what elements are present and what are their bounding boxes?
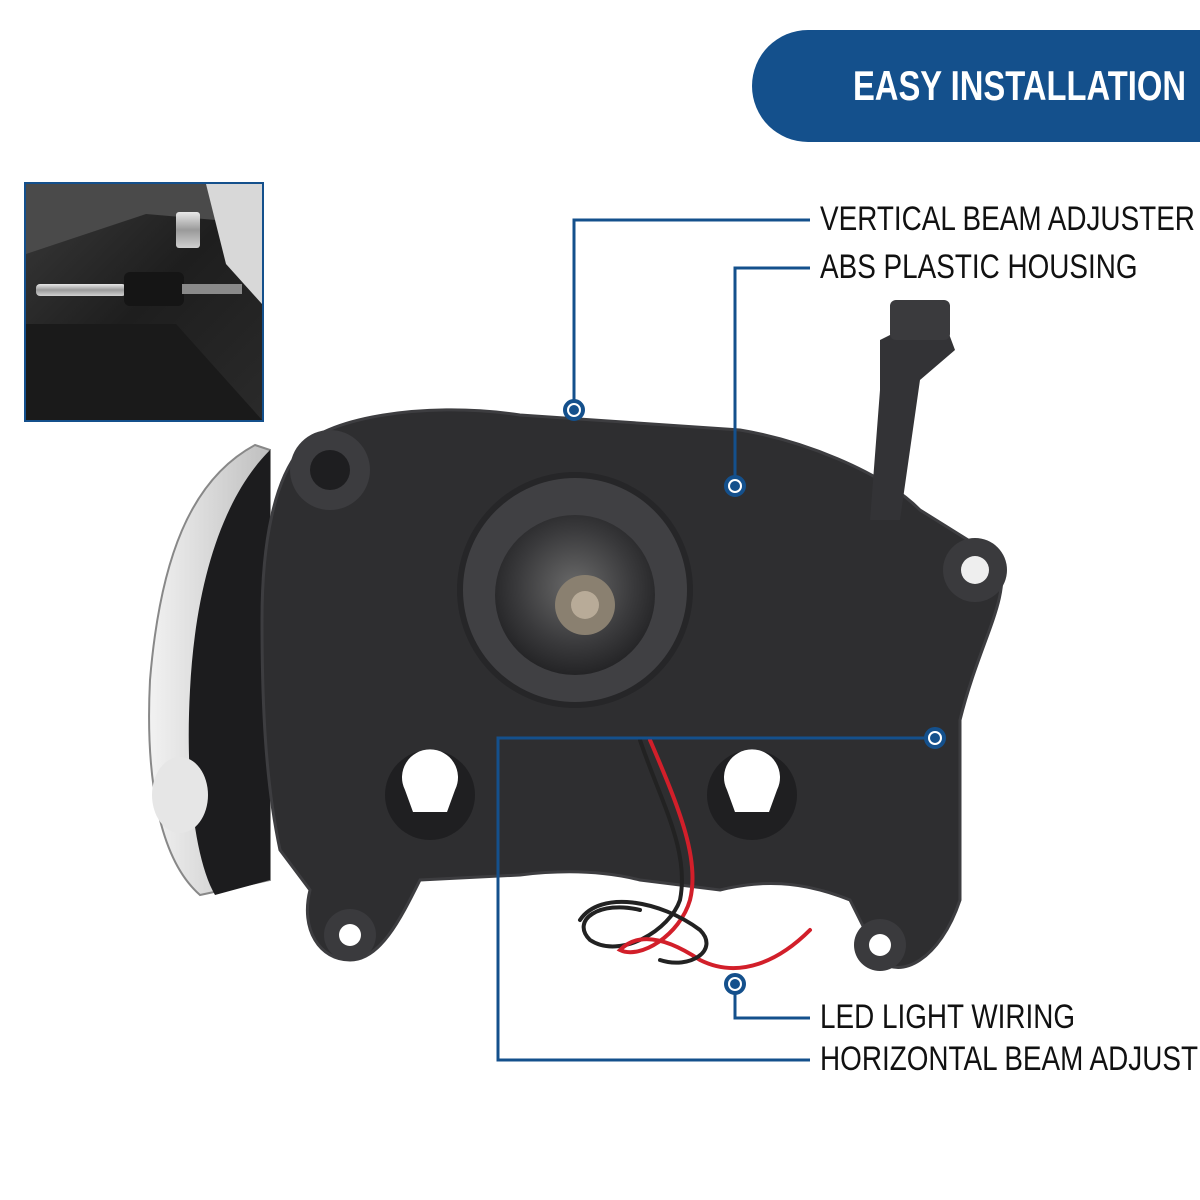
inset-detail-photo xyxy=(24,182,264,422)
label-led-light-wiring: LED LIGHT WIRING xyxy=(820,998,1076,1036)
mount-hole xyxy=(152,757,208,833)
adjuster-screw-closeup xyxy=(26,184,262,420)
led-wiring xyxy=(578,738,812,970)
label-abs-plastic-housing: ABS PLASTIC HOUSING xyxy=(820,248,1138,286)
socket-opening-right xyxy=(724,749,780,812)
feature-banner: EASY INSTALLATION xyxy=(752,30,1200,142)
label-horizontal-beam-adjuster: HORIZONTAL BEAM ADJUSTER xyxy=(820,1040,1200,1078)
socket-opening-left xyxy=(402,749,458,812)
banner-title: EASY INSTALLATION xyxy=(852,62,1186,109)
label-vertical-beam-adjuster: VERTICAL BEAM ADJUSTER xyxy=(820,200,1195,238)
